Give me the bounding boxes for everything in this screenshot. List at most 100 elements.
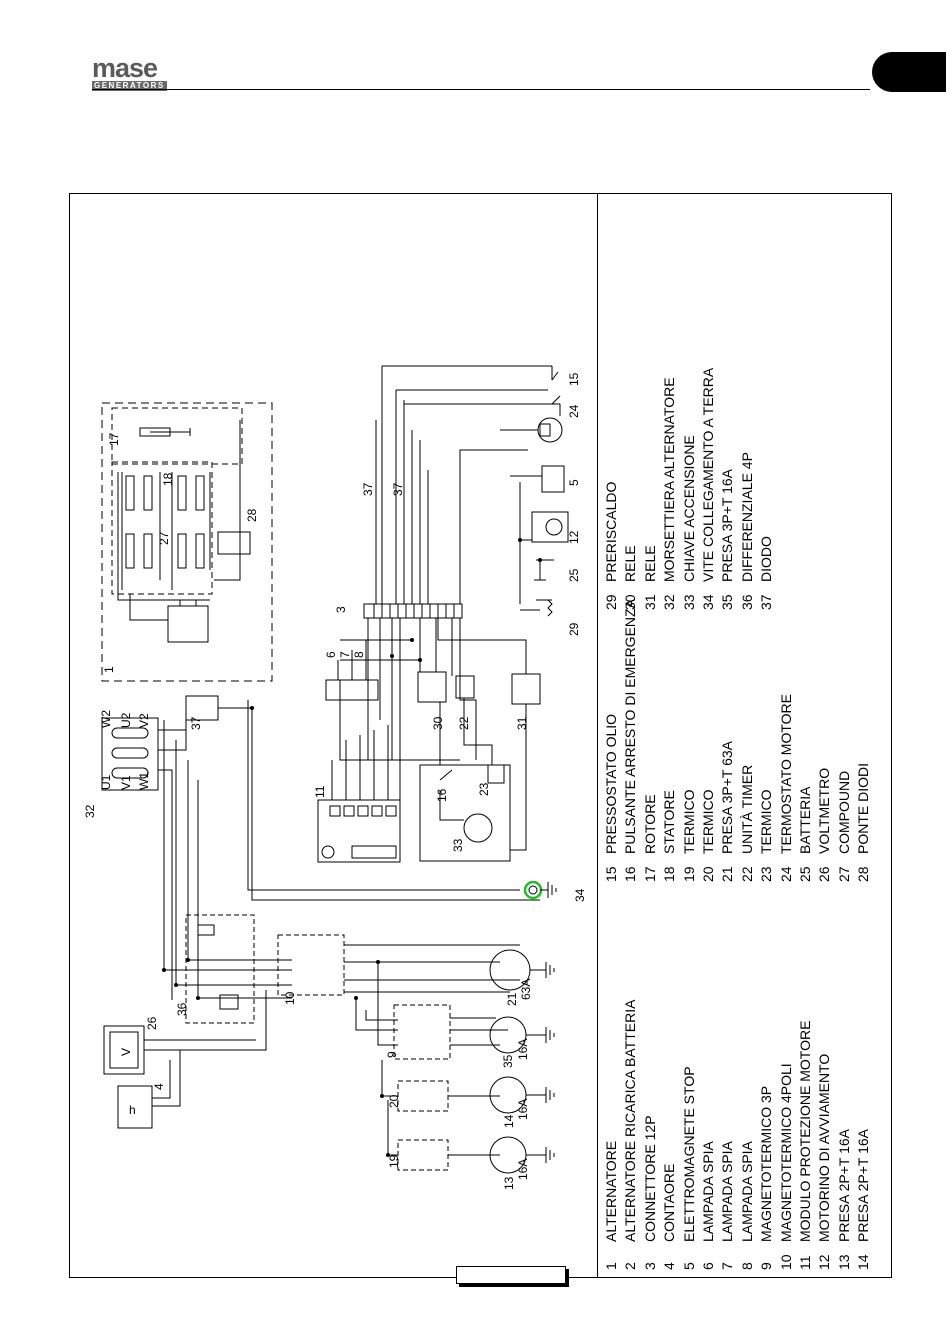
callout-19: 19 — [387, 1154, 401, 1168]
terminal-label-u1: U1 — [99, 774, 113, 790]
terminal-label-v1: V1 — [119, 775, 133, 790]
legend-item-label: COMPOUND — [835, 770, 852, 854]
legend-item-number: 21 — [719, 866, 736, 882]
page-tab-marker — [872, 52, 946, 92]
legend-item: 32MORSETTIERA ALTERNATORE — [660, 368, 679, 610]
legend-item-number: 4 — [661, 1262, 678, 1270]
legend-item-number: 25 — [797, 866, 814, 882]
legend-item: 3CONNETTORE 12P — [641, 1000, 660, 1270]
legend-item: 19TERMICO — [680, 599, 699, 882]
legend-item: 26VOLTMETRO — [815, 599, 834, 882]
legend-item-number: 2 — [622, 1262, 639, 1270]
callout-9: 9 — [385, 1051, 399, 1058]
alternator-terminal-block — [101, 717, 159, 791]
legend-item-label: CONNETTORE 12P — [641, 1115, 658, 1242]
legend-item-label: RELE — [622, 545, 639, 582]
callout-37-c: 37 — [391, 482, 405, 496]
legend-item: 5 ELETTROMAGNETE STOP — [680, 1000, 699, 1270]
legend-item-number: 5 — [680, 1262, 697, 1270]
legend-item: 13PRESA 2P+T 16A — [835, 1000, 854, 1270]
legend-item: 15PRESSOSTATO OLIO — [602, 599, 621, 882]
callout-37-a: 37 — [189, 716, 203, 730]
legend-item-number: 19 — [680, 866, 697, 882]
legend-item-number: 30 — [622, 594, 639, 610]
callout-6: 6 — [324, 651, 338, 658]
logo-wordmark: mase — [92, 53, 158, 83]
legend-item-number: 34 — [700, 594, 717, 610]
callout-8: 8 — [352, 651, 366, 658]
legend-item: 34 VITE COLLEGAMENTO A TERRA — [699, 368, 718, 610]
hour-meter — [117, 1085, 153, 1129]
callout-22: 22 — [457, 716, 471, 730]
legend-item-number: 7 — [719, 1262, 736, 1270]
warning-lamps — [325, 679, 379, 701]
legend-item: 35PRESA 3P+T 16A — [718, 368, 737, 610]
callout-12: 12 — [567, 530, 581, 544]
callout-26: 26 — [145, 1016, 159, 1030]
legend-item: 8LAMPADA SPIA — [738, 1000, 757, 1270]
legend-item-number: 11 — [797, 1255, 814, 1270]
legend-item-number: 31 — [641, 594, 658, 610]
legend-item-label: CONTAORE — [661, 1163, 678, 1242]
legend-item: 27COMPOUND — [835, 599, 854, 882]
callout-23: 23 — [477, 782, 491, 796]
legend-item: 24TERMOSTATO MOTORE — [777, 599, 796, 882]
legend-item-label: MAGNETOTERMICO 3P — [758, 1085, 775, 1242]
breaker-4p — [277, 934, 345, 996]
legend-item-number: 14 — [855, 1254, 872, 1270]
legend-item-number: 28 — [855, 866, 872, 882]
legend-item-label: ALTERNATORE RICARICA BATTERIA — [622, 999, 639, 1242]
legend-item: 17ROTORE — [641, 599, 660, 882]
legend-item-label: ELETTROMAGNETE STOP — [680, 1066, 697, 1242]
alternator-box — [101, 402, 273, 682]
legend-item-label: VOLTMETRO — [816, 767, 833, 854]
legend-item: 36DIFFERENZIALE 4P — [738, 368, 757, 610]
legend-item: 18STATORE — [660, 599, 679, 882]
callout-31: 31 — [515, 716, 529, 730]
legend-item: 31RELE — [641, 368, 660, 610]
legend-item-number: 18 — [661, 866, 678, 882]
callout-7: 7 — [338, 651, 352, 658]
legend-item-number: 33 — [680, 594, 697, 610]
legend-item-label: LAMPADA SPIA — [719, 1141, 736, 1242]
legend-item: 37DIODO — [757, 368, 776, 610]
callout-30: 30 — [431, 716, 445, 730]
legend-item: 10MAGNETOTERMICO 4POLI — [777, 1000, 796, 1270]
callout-37-b: 37 — [361, 482, 375, 496]
callout-3: 3 — [334, 606, 348, 613]
legend-item-label: MOTORINO DI AVVIAMENTO — [816, 1053, 833, 1242]
callout-35: 35 — [501, 1054, 515, 1068]
legend-item-number: 23 — [758, 866, 775, 882]
callout-15: 15 — [567, 372, 581, 386]
starter-motor — [531, 511, 569, 543]
legend-item-number: 29 — [603, 594, 619, 610]
callout-14: 14 — [502, 1114, 516, 1128]
legend-item-label: MAGNETOTERMICO 4POLI — [777, 1063, 794, 1242]
callout-36: 36 — [175, 1002, 189, 1016]
voltmeter-glyph: V — [119, 1048, 133, 1056]
callout-4: 4 — [152, 1083, 166, 1090]
legend-item-label: DIFFERENZIALE 4P — [738, 452, 755, 582]
callout-13: 13 — [502, 1176, 516, 1190]
legend-item-label: PRERISCALDO — [603, 481, 619, 582]
callout-16: 16 — [435, 788, 449, 802]
ground-screw-highlight — [523, 880, 543, 900]
legend-item: 30 RELE — [621, 368, 640, 610]
legend-item-label: VITE COLLEGAMENTO A TERRA — [700, 367, 717, 582]
callout-25: 25 — [567, 568, 581, 582]
terminal-label-w2: W2 — [99, 710, 113, 728]
callout-34: 34 — [573, 888, 587, 902]
legend-item-number: 35 — [719, 594, 736, 610]
legend-item-number: 15 — [603, 866, 619, 882]
callout-1: 1 — [102, 666, 116, 673]
hour-meter-glyph: h — [129, 1103, 136, 1117]
legend-item-label: PULSANTE ARRESTO DI EMERGENZA — [622, 599, 639, 854]
legend-item: 20TERMICO — [699, 599, 718, 882]
socket-rating-35: 16A — [516, 1039, 530, 1060]
socket-rating-13: 16A — [516, 1159, 530, 1180]
callout-28: 28 — [245, 508, 259, 522]
legend-item-label: UNITÀ TIMER — [738, 764, 755, 854]
